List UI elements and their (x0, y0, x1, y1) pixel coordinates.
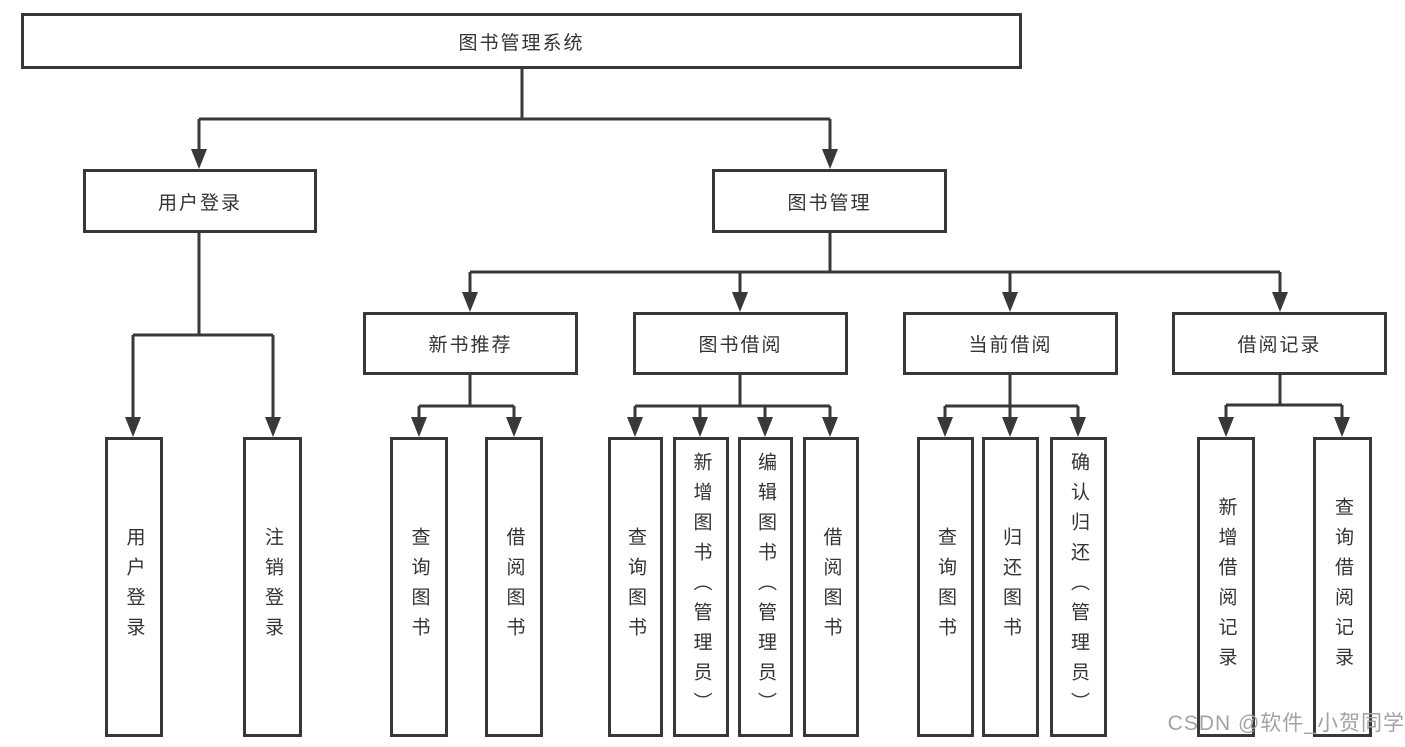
arrowhead-leaf-add-books-admin (692, 417, 708, 437)
node-user-login: 用户登录 (83, 169, 317, 233)
arrowhead-leaf-add-borrow-record (1218, 417, 1234, 437)
arrowhead-leaf-borrow-books-borrowing (822, 417, 838, 437)
leaf-add-borrow-record: 新增借阅记录 (1197, 437, 1255, 737)
leaf-borrow-books-recommend: 借阅图书 (485, 437, 543, 737)
leaf-return-books: 归还图书 (982, 437, 1039, 737)
node-book-borrowing: 图书借阅 (633, 312, 848, 375)
arrowhead-book-management (822, 149, 838, 169)
arrowhead-leaf-confirm-return-admin (1070, 417, 1086, 437)
arrowhead-leaf-query-borrow-record (1334, 417, 1350, 437)
node-current-borrowing: 当前借阅 (903, 312, 1118, 375)
leaf-return-books-label: 归还图书 (1000, 527, 1021, 647)
leaf-add-borrow-record-label: 新增借阅记录 (1215, 497, 1237, 677)
node-current-borrowing-label: 当前借阅 (968, 335, 1053, 356)
leaf-query-books-recommend: 查询图书 (390, 437, 448, 737)
connector-root-to-level2 (197, 69, 832, 152)
leaf-borrow-books-recommend-label: 借阅图书 (503, 527, 525, 647)
connector-borrowing-to-leaves (633, 375, 832, 419)
leaf-logout: 注销登录 (243, 437, 302, 737)
node-root-label: 图书管理系统 (458, 32, 585, 54)
leaf-query-borrow-record-label: 查询借阅记录 (1332, 497, 1353, 677)
leaf-query-books-current: 查询图书 (917, 437, 974, 737)
connector-book-management-to-level3 (468, 233, 1282, 294)
leaf-add-books-admin: 新增图书（管理员） (673, 437, 729, 737)
arrowhead-current-borrowing (1002, 292, 1018, 312)
leaf-query-books-recommend-label: 查询图书 (408, 527, 430, 647)
connector-recommendation-to-leaves (417, 375, 516, 419)
arrowhead-leaf-user-login (125, 417, 141, 437)
arrowhead-book-borrowing (732, 292, 748, 312)
node-user-login-label: 用户登录 (157, 192, 242, 214)
leaf-edit-books-admin-label: 编辑图书（管理员） (755, 452, 776, 722)
leaf-borrow-books-borrowing: 借阅图书 (803, 437, 859, 737)
node-book-borrowing-label: 图书借阅 (698, 335, 783, 356)
leaf-add-books-admin-label: 新增图书（管理员） (690, 452, 712, 722)
leaf-query-books-borrowing-label: 查询图书 (625, 527, 646, 647)
node-book-management-label: 图书管理 (787, 192, 872, 214)
node-borrowing-records-label: 借阅记录 (1237, 335, 1322, 356)
arrowhead-leaf-edit-books-admin (757, 417, 773, 437)
csdn-watermark: CSDN @软件_小贺同学 (1167, 712, 1405, 735)
arrowhead-leaf-query-books-borrowing (627, 417, 643, 437)
leaf-query-borrow-record: 查询借阅记录 (1313, 437, 1372, 737)
node-new-book-recommendation: 新书推荐 (363, 312, 578, 375)
node-new-book-recommendation-label: 新书推荐 (428, 335, 513, 356)
arrowhead-borrowing-records (1272, 292, 1288, 312)
leaf-user-login-label: 用户登录 (123, 527, 145, 647)
leaf-confirm-return-admin-label: 确认归还（管理员） (1068, 452, 1089, 722)
arrowhead-user-login (191, 149, 207, 169)
node-book-management: 图书管理 (712, 169, 947, 233)
leaf-edit-books-admin: 编辑图书（管理员） (738, 437, 793, 737)
leaf-query-books-borrowing: 查询图书 (608, 437, 663, 737)
leaf-confirm-return-admin: 确认归还（管理员） (1050, 437, 1107, 737)
connector-user-login-to-leaves (131, 233, 275, 419)
leaf-borrow-books-borrowing-label: 借阅图书 (820, 527, 842, 647)
node-borrowing-records: 借阅记录 (1172, 312, 1387, 375)
arrowhead-leaf-query-books-recommend (411, 417, 427, 437)
arrowhead-leaf-logout (265, 417, 281, 437)
arrowhead-leaf-return-books (1002, 417, 1018, 437)
arrowhead-new-book-recommendation (462, 292, 478, 312)
arrowhead-leaf-borrow-books-recommend (506, 417, 522, 437)
leaf-query-books-current-label: 查询图书 (935, 527, 956, 647)
leaf-user-login: 用户登录 (105, 437, 163, 737)
leaf-logout-label: 注销登录 (262, 527, 283, 647)
node-root-system: 图书管理系统 (21, 13, 1022, 69)
connector-records-to-leaves (1224, 375, 1344, 419)
arrowhead-leaf-query-books-current (937, 417, 953, 437)
connector-current-to-leaves (943, 375, 1080, 419)
